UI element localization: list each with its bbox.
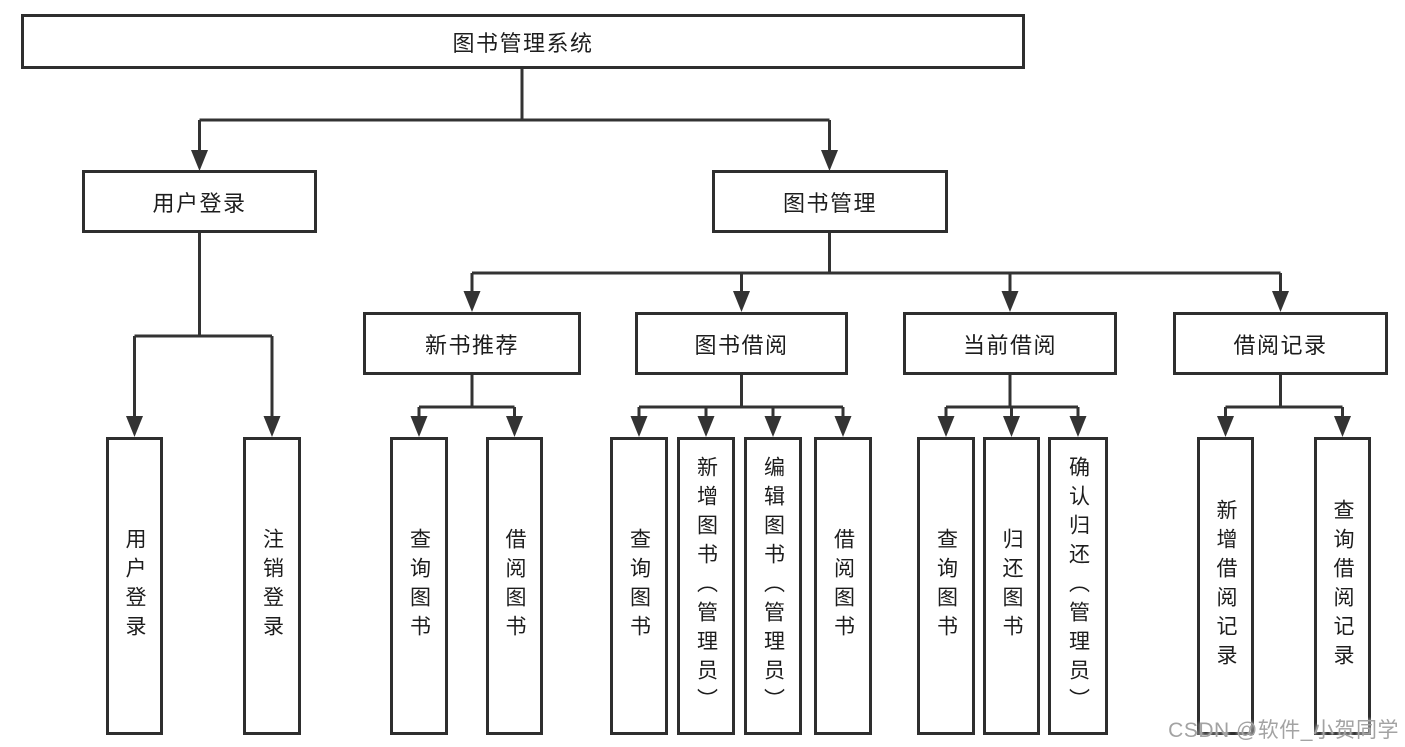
node-borrow-records: 借阅记录	[1173, 312, 1388, 375]
arrowheads-book-management	[463, 291, 1289, 312]
node-book-borrow: 图书借阅	[635, 312, 848, 375]
arrowhead-down-icon	[821, 150, 838, 171]
leaf-borrow-books: 借阅图书	[814, 437, 872, 735]
leaf-query-books-recommend: 查询图书	[390, 437, 448, 735]
node-user-login: 用户登录	[82, 170, 317, 233]
leaf-label: 用户登录	[123, 528, 146, 644]
node-book-management: 图书管理	[712, 170, 948, 233]
leaf-label: 查询图书	[627, 528, 651, 644]
arrowhead-down-icon	[764, 416, 782, 437]
arrowhead-down-icon	[1069, 416, 1087, 437]
leaf-label: 新增借阅记录	[1214, 499, 1237, 673]
leaf-borrow-books-recommend: 借阅图书	[486, 437, 543, 735]
connector-new-book-recommend-to-leaves	[417, 375, 516, 421]
leaf-add-borrow-record: 新增借阅记录	[1197, 437, 1254, 735]
node-root-system: 图书管理系统	[21, 14, 1025, 69]
connector-borrow-records-to-leaves	[1224, 375, 1344, 421]
leaf-label: 注销登录	[260, 528, 284, 644]
arrowhead-down-icon	[463, 291, 481, 312]
arrowheads-root-to-level2	[191, 150, 838, 171]
leaf-label: 编辑图书（管理员）	[761, 455, 785, 717]
leaf-query-books-current: 查询图书	[917, 437, 975, 735]
node-current-borrow: 当前借阅	[903, 312, 1117, 375]
leaf-logout-login: 注销登录	[243, 437, 301, 735]
leaf-label: 借阅图书	[831, 528, 855, 644]
arrowhead-down-icon	[834, 416, 852, 437]
connector-user-login-to-leaves	[133, 233, 274, 421]
arrowhead-down-icon	[191, 150, 208, 171]
leaf-add-books-admin: 新增图书（管理员）	[677, 437, 735, 735]
leaf-label: 查询图书	[407, 528, 431, 644]
csdn-watermark: CSDN @软件_小贺同学	[1168, 719, 1399, 742]
leaf-label: 确认归还（管理员）	[1066, 455, 1090, 717]
arrowhead-down-icon	[1003, 416, 1020, 437]
arrowhead-down-icon	[733, 291, 750, 312]
leaf-label: 查询借阅记录	[1331, 499, 1354, 673]
leaf-label: 新增图书（管理员）	[694, 455, 718, 717]
arrowheads-current-borrow	[937, 416, 1087, 437]
leaf-confirm-return-admin: 确认归还（管理员）	[1048, 437, 1108, 735]
arrowhead-down-icon	[1001, 291, 1019, 312]
arrowhead-down-icon	[410, 416, 428, 437]
arrowhead-down-icon	[1334, 416, 1351, 437]
arrowhead-down-icon	[263, 416, 281, 437]
connector-current-borrow-to-leaves	[944, 375, 1080, 421]
arrowhead-down-icon	[126, 416, 143, 437]
leaf-label: 借阅图书	[503, 528, 526, 644]
connector-root-to-level2	[198, 69, 831, 153]
arrowhead-down-icon	[937, 416, 955, 437]
arrowhead-down-icon	[506, 416, 523, 437]
leaf-return-books: 归还图书	[983, 437, 1040, 735]
arrowhead-down-icon	[630, 416, 648, 437]
node-new-book-recommend: 新书推荐	[363, 312, 581, 375]
leaf-label: 归还图书	[1000, 528, 1023, 644]
leaf-label: 查询图书	[934, 528, 958, 644]
leaf-edit-books-admin: 编辑图书（管理员）	[744, 437, 802, 735]
arrowheads-book-borrow	[630, 416, 852, 437]
arrowheads-borrow-records	[1217, 416, 1351, 437]
arrowhead-down-icon	[1217, 416, 1234, 437]
arrowhead-down-icon	[697, 416, 715, 437]
arrowheads-user-login	[126, 416, 281, 437]
leaf-query-borrow-record: 查询借阅记录	[1314, 437, 1371, 735]
arrowheads-new-book-recommend	[410, 416, 523, 437]
leaf-user-login: 用户登录	[106, 437, 163, 735]
arrowhead-down-icon	[1272, 291, 1289, 312]
leaf-query-books-borrow: 查询图书	[610, 437, 668, 735]
connector-book-borrow-to-leaves	[637, 375, 845, 421]
connector-book-management-to-level3	[470, 233, 1282, 296]
